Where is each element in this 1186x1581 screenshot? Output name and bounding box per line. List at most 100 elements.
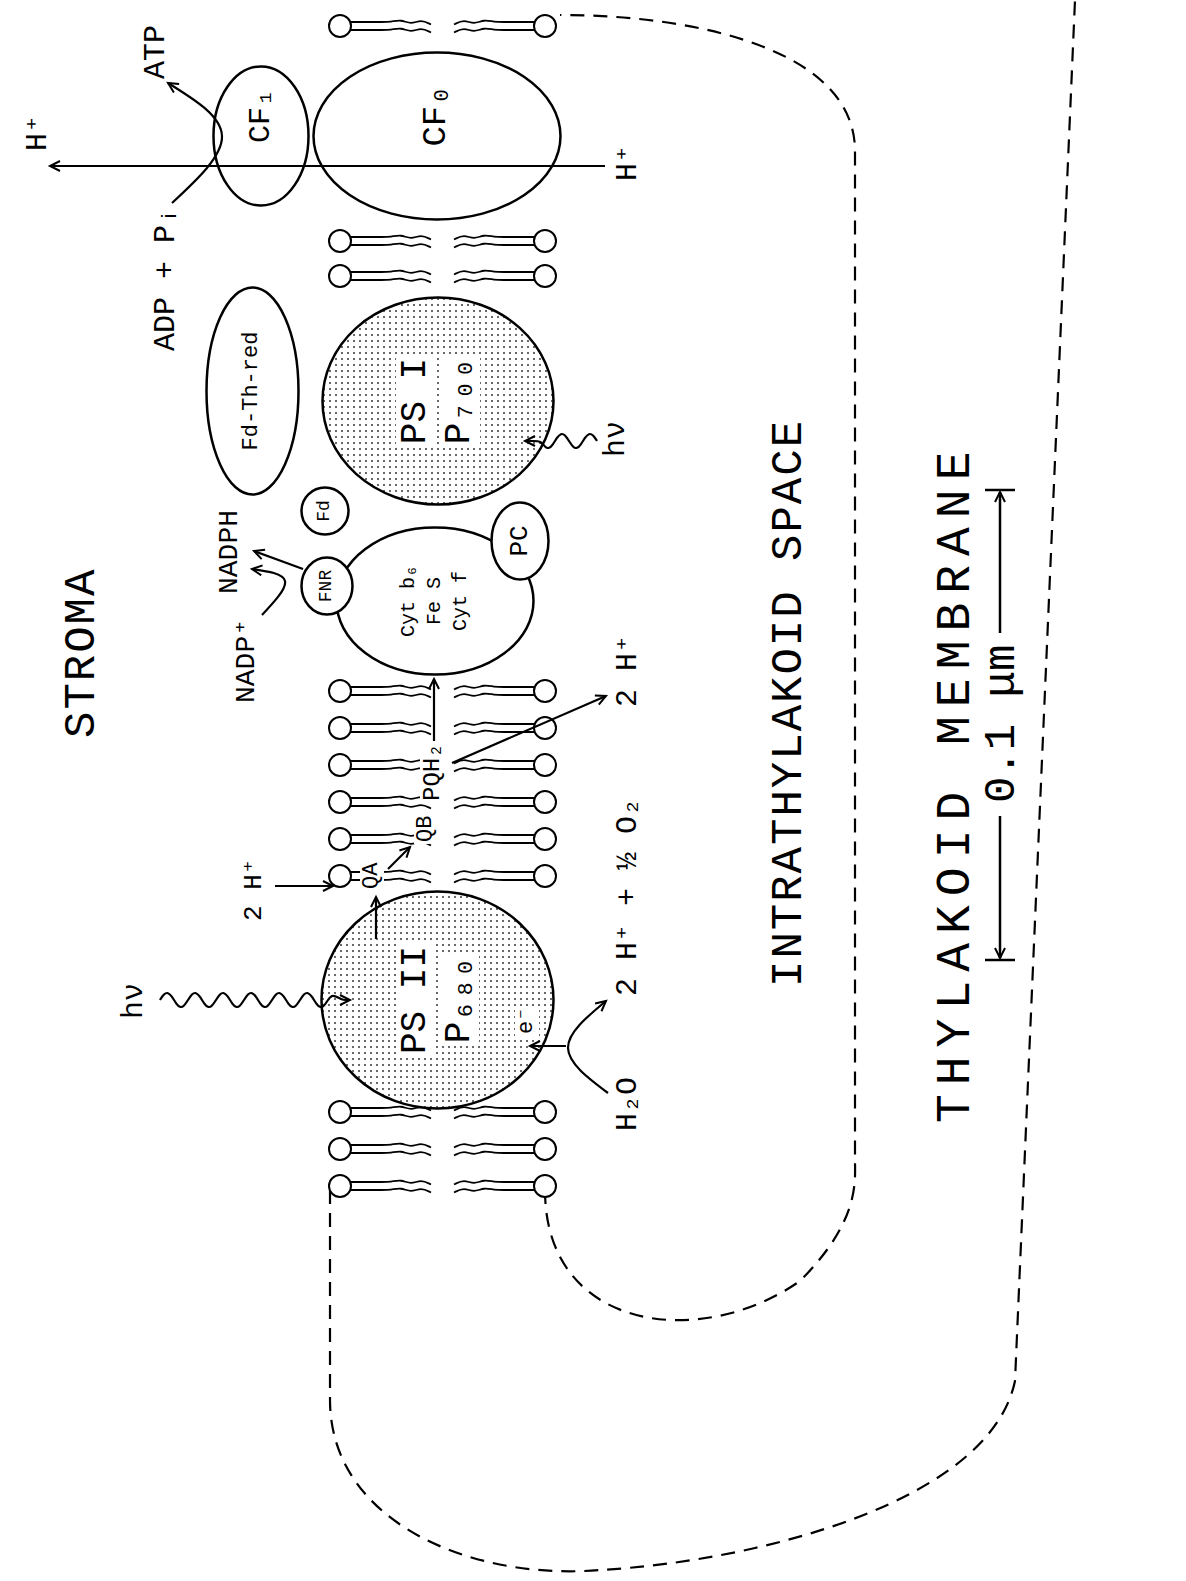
reaction-arrows [50,83,608,1093]
lipid-head [534,865,556,887]
molecule-label: H₂O [612,1075,645,1133]
ellipse-shape [492,503,549,580]
lipid-molecule [329,791,431,813]
lipid-head [329,15,351,37]
lipid-tail [351,731,431,735]
lipid-molecule [454,230,556,252]
node-label: P₇₀₀ [440,356,480,446]
node-label: CF₁ [245,87,278,145]
lipid-molecule [454,265,556,287]
ellipse-shape [302,558,353,615]
ellipse-shape [214,66,309,205]
atp-synthesis-arrow [168,83,222,203]
ion-label: 2 H⁺ [240,857,269,923]
scale-arrow [999,816,1002,958]
lipid-tail [351,279,431,283]
lipid-tail [454,834,534,838]
node-text-group: PS IIP₆₈₀ [320,890,555,1110]
lipid-head [534,15,556,37]
lipid-molecule [454,1138,556,1160]
lipid-molecule [329,754,431,776]
quinone-label: QA [360,861,384,891]
ellipse-shape [323,298,554,505]
light-wave-arrow [160,993,350,1007]
electron-arrow [375,897,377,939]
lipid-tail [454,244,534,248]
lipid-tail [351,271,431,275]
region-label: INTRATHYLAKOID SPACE [765,417,813,989]
lipid-tail [351,768,431,772]
proton-flow-arrow [50,165,605,167]
lipid-tail [454,21,534,25]
electron-arrow [530,1045,566,1047]
lipid-tail [454,1181,534,1185]
lipid-tail [454,760,534,764]
lipid-head [534,265,556,287]
lipid-tail [351,1152,431,1156]
lipid-head [534,1101,556,1123]
lipid-tail [351,760,431,764]
node-label: Cyt b₆ [398,563,420,639]
lipid-tail [454,768,534,772]
nadp-reduction-arrow [252,569,285,615]
electron-label: e⁻ [515,1006,539,1036]
light-wave-arrow [525,434,597,448]
lipid-tail [454,805,534,809]
lipid-tail [454,29,534,33]
molecule-label: ADP + Pᵢ [150,205,183,353]
lipid-molecule [329,15,431,37]
lipid-head [329,791,351,813]
lipid-tail [454,686,534,690]
lipid-tail [351,797,431,801]
lipid-tail [454,1189,534,1193]
lipid-molecule [454,791,556,813]
lipid-tail [454,236,534,240]
lipid-tail [454,842,534,846]
ellipse-shape [314,53,561,220]
lipid-tail [351,805,431,809]
molecule-label: ATP [140,23,173,81]
node-label: CF₀ [418,83,455,148]
lipid-molecule [454,754,556,776]
lipid-tail [351,1189,431,1193]
atp-synthase-part: CF₁ [212,65,310,207]
protein-ellipse: Fd-Th-red [205,286,300,496]
molecule-label: NADP⁺ [232,617,263,705]
lipid-tail [454,879,534,883]
region-label: STROMA [58,566,106,740]
lipid-tail [351,686,431,690]
lipid-molecule [329,230,431,252]
electron-arrow [388,847,410,869]
light-label: hν [600,419,633,459]
quinone-label: PQH₂ [420,741,446,803]
proton-uptake-arrow [275,885,333,887]
lipid-tail [454,1107,534,1111]
lipid-tail [351,694,431,698]
lipid-molecule [329,680,431,702]
node-label: FNR [317,568,337,604]
node-label: PS I [396,356,436,446]
lipid-tail [454,1144,534,1148]
lipid-molecule [454,717,556,739]
node-label: Fd [315,498,335,524]
lipid-tail [351,236,431,240]
lipid-tail [454,723,534,727]
lipid-head [329,717,351,739]
lipid-head [534,1175,556,1197]
ellipse-shape [322,892,554,1109]
lipid-head [329,265,351,287]
node-text-group: CF₀ [312,51,562,221]
lipid-molecule [329,1175,431,1197]
node-text-group: Fd [300,486,350,536]
lipid-molecule [454,865,556,887]
ion-label: H⁺ [612,143,645,183]
proton-release-arrow [452,696,606,763]
lipid-tail [351,29,431,33]
ellipse-shape [207,288,299,495]
lipid-molecule [454,680,556,702]
node-label: Fe S [424,575,446,627]
lipid-head [534,828,556,850]
lipid-tail [454,871,534,875]
molecule-label: 2 H⁺ + ½ O₂ [612,796,645,998]
node-label: Cyt f [450,569,472,633]
